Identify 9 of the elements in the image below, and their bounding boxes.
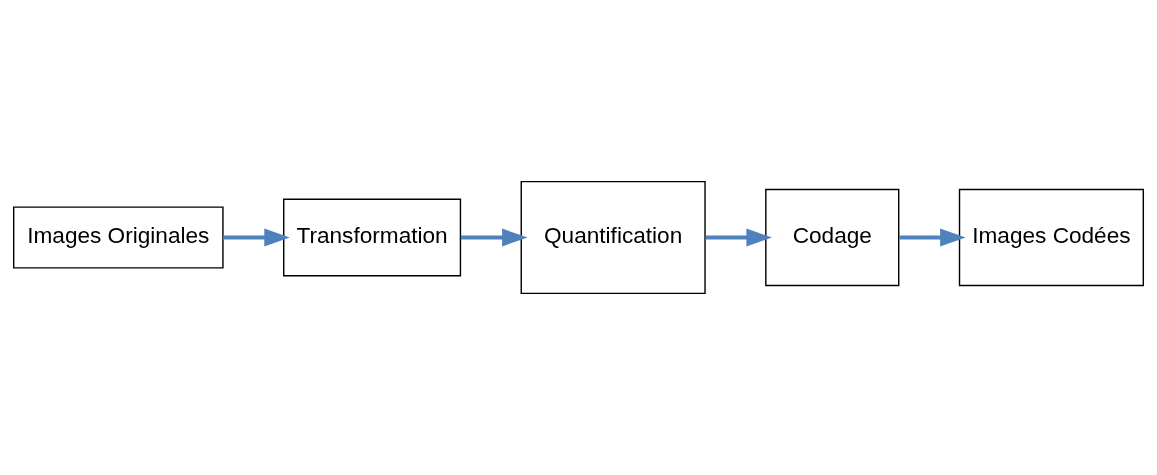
arrow xyxy=(460,228,528,247)
node-box: Images Originales xyxy=(13,206,224,269)
node-box: Images Codées xyxy=(958,188,1144,287)
arrow xyxy=(223,228,290,247)
arrow xyxy=(705,228,772,247)
arrow xyxy=(899,228,966,247)
node-box: Transformation xyxy=(283,198,462,277)
node-box: Codage xyxy=(765,188,900,287)
node-box: Quantification xyxy=(520,180,706,295)
